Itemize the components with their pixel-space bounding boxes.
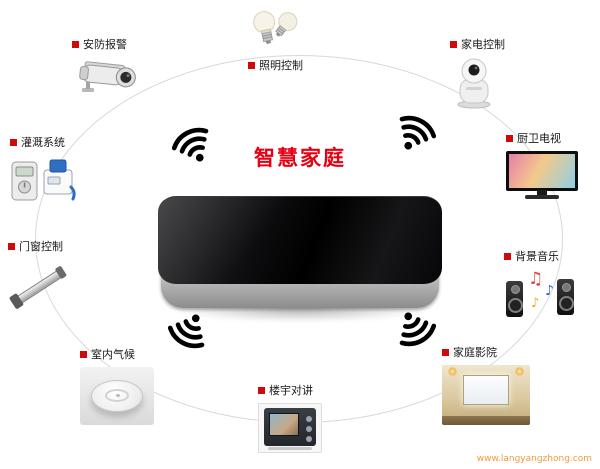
irrigation-devices-image (11, 159, 76, 201)
speaker-left (506, 281, 523, 317)
security-camera-image (79, 61, 136, 92)
node-label: 家庭影院 (442, 344, 497, 360)
theater-floor (442, 416, 530, 425)
diagram-title: 智慧家庭 (254, 146, 346, 170)
node-label-text: 厨卫电视 (517, 132, 561, 145)
speaker-right (557, 279, 574, 315)
node-label-text: 照明控制 (259, 59, 303, 72)
tv-stand-neck (537, 190, 547, 195)
red-square-bullet-icon (258, 386, 265, 394)
smart-home-hub-device (158, 196, 442, 308)
node-label: 厨卫电视 (506, 130, 561, 146)
light-bulbs-image (252, 11, 297, 44)
watermark-text: www.langyangzhong.com (476, 454, 592, 464)
red-square-bullet-icon (72, 40, 79, 48)
music-note-icon: ♪ (531, 296, 540, 311)
node-door-window-control: 门窗控制 (8, 238, 70, 315)
tv-stand-base (525, 195, 559, 199)
appliance-camera-image (457, 58, 491, 109)
intercom-panel (264, 408, 316, 446)
intercom-buttons (306, 416, 312, 442)
red-square-bullet-icon (80, 350, 87, 358)
red-square-bullet-icon (248, 61, 255, 69)
node-building-intercom: 楼宇对讲 (258, 382, 322, 453)
node-label-text: 门窗控制 (19, 240, 63, 253)
red-square-bullet-icon (10, 138, 17, 146)
wifi-icon-bottom-left (167, 314, 205, 349)
tv-screen (509, 154, 575, 188)
sensor-dot (116, 394, 120, 397)
node-label: 门窗控制 (8, 238, 63, 254)
node-label-text: 背景音乐 (515, 250, 559, 263)
node-kitchen-tv: 厨卫电视 (506, 130, 578, 201)
music-note-icon: ♪ (545, 283, 554, 299)
red-square-bullet-icon (442, 348, 449, 356)
node-label: 楼宇对讲 (258, 382, 313, 398)
projector-screen (463, 375, 509, 405)
sensor-disc (91, 380, 143, 412)
intercom-button (306, 416, 312, 422)
intercom-button (306, 436, 312, 442)
node-label-text: 安防报警 (83, 38, 127, 51)
intercom-button (306, 426, 312, 432)
node-lighting-control: 照明控制 (248, 8, 303, 73)
red-square-bullet-icon (8, 242, 15, 250)
speakers-music-notes-image: ♫ ♪ ♪ (504, 269, 576, 323)
wifi-icon-bottom-right (399, 312, 437, 347)
node-label-text: 楼宇对讲 (269, 384, 313, 397)
window-actuator-image (8, 259, 70, 315)
ceiling-light (448, 367, 457, 376)
node-label-text: 灌溉系统 (21, 136, 65, 149)
node-label: 照明控制 (248, 57, 303, 73)
node-label: 背景音乐 (504, 248, 559, 264)
node-appliance-control: 家电控制 (450, 36, 505, 109)
node-indoor-climate: 室内气候 (80, 346, 154, 425)
wifi-icon-top-right (399, 115, 437, 150)
node-label-text: 家庭影院 (453, 346, 497, 359)
node-background-music: 背景音乐 ♫ ♪ ♪ (504, 248, 576, 323)
ceiling-light (515, 367, 524, 376)
node-label: 安防报警 (72, 36, 127, 52)
intercom-screen (269, 413, 299, 436)
red-square-bullet-icon (450, 40, 457, 48)
wifi-icon-top-left (171, 127, 209, 162)
intercom-base-bar (268, 447, 312, 450)
kitchen-tv-image (506, 151, 578, 201)
ceiling-climate-sensor-image (80, 367, 154, 425)
node-irrigation-system: 灌溉系统 (10, 134, 78, 207)
node-label: 室内气候 (80, 346, 135, 362)
hub-glossy-top (158, 196, 442, 284)
video-intercom-panel-image (258, 403, 322, 453)
music-note-icon: ♫ (528, 269, 544, 289)
red-square-bullet-icon (506, 134, 513, 142)
node-security-alarm: 安防报警 (72, 36, 144, 101)
red-square-bullet-icon (504, 252, 511, 260)
home-theater-screen-image (442, 365, 530, 425)
node-label-text: 室内气候 (91, 348, 135, 361)
sensor-ring (105, 389, 129, 402)
node-home-theater: 家庭影院 (442, 344, 530, 425)
node-label: 灌溉系统 (10, 134, 65, 150)
node-label-text: 家电控制 (461, 38, 505, 51)
actuator-bar (12, 268, 65, 307)
node-label: 家电控制 (450, 36, 505, 52)
